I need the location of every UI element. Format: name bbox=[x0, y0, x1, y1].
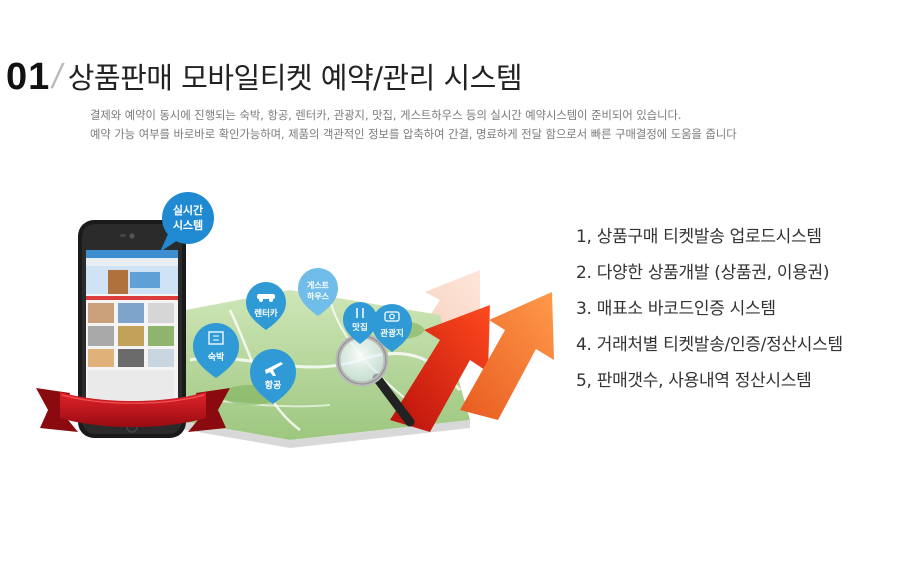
section-header: 01 / 상품판매 모바일티켓 예약/관리 시스템 bbox=[6, 52, 523, 98]
utensils-icon bbox=[356, 308, 364, 318]
building-icon bbox=[208, 331, 224, 345]
pin-airline: 항공 bbox=[250, 349, 296, 404]
pin-label-restaurant: 맛집 bbox=[352, 322, 368, 333]
description-line-2: 예약 가능 여부를 바로바로 확인가능하며, 제품의 객관적인 정보를 압축하여… bbox=[90, 128, 737, 141]
realtime-system-badge: 실시간 시스템 bbox=[160, 192, 214, 252]
pin-rentcar: 렌터카 bbox=[246, 282, 286, 330]
camera-icon bbox=[384, 311, 400, 322]
pin-label-guesthouse-2: 하우스 bbox=[307, 291, 330, 301]
feature-item-2: 2. 다양한 상품개발 (상품권, 이용권) bbox=[576, 263, 830, 283]
pin-label-guesthouse-1: 게스트 bbox=[307, 280, 330, 290]
smartphone bbox=[78, 220, 186, 438]
header-divider: / bbox=[52, 58, 62, 96]
badge-text-2: 시스템 bbox=[173, 218, 203, 232]
pin-label-airline: 항공 bbox=[265, 379, 282, 391]
pin-lodging: 숙박 bbox=[193, 323, 239, 378]
description: 결제와 예약이 동시에 진행되는 숙박, 항공, 렌터카, 관광지, 맛집, 게… bbox=[90, 106, 737, 144]
feature-item-4: 4. 거래처별 티켓발송/인증/정산시스템 bbox=[576, 335, 843, 355]
pin-label-tourist: 관광지 bbox=[380, 328, 403, 339]
growth-arrow-orange bbox=[460, 292, 554, 420]
description-line-1: 결제와 예약이 동시에 진행되는 숙박, 항공, 렌터카, 관광지, 맛집, 게… bbox=[90, 109, 682, 122]
page-title: 상품판매 모바일티켓 예약/관리 시스템 bbox=[67, 61, 523, 95]
badge-text-1: 실시간 bbox=[173, 203, 203, 217]
feature-item-1: 1, 상품구매 티켓발송 업로드시스템 bbox=[576, 227, 822, 247]
section-number: 01 bbox=[6, 56, 51, 98]
feature-list: 1, 상품구매 티켓발송 업로드시스템 2. 다양한 상품개발 (상품권, 이용… bbox=[576, 222, 843, 402]
pin-guesthouse: 게스트 하우스 bbox=[298, 268, 338, 316]
feature-item-5: 5, 판매갯수, 사용내역 정산시스템 bbox=[576, 371, 812, 391]
pin-label-lodging: 숙박 bbox=[208, 351, 225, 363]
pin-restaurant: 맛집 bbox=[343, 302, 377, 344]
airplane-icon bbox=[265, 362, 283, 376]
ribbon-banner bbox=[36, 388, 230, 432]
car-icon bbox=[257, 294, 275, 302]
growth-arrow-red bbox=[390, 305, 490, 432]
pin-tourist: 관광지 bbox=[372, 304, 412, 352]
feature-item-3: 3. 매표소 바코드인증 시스템 bbox=[576, 299, 776, 319]
pin-label-rentcar: 렌터카 bbox=[254, 308, 278, 319]
